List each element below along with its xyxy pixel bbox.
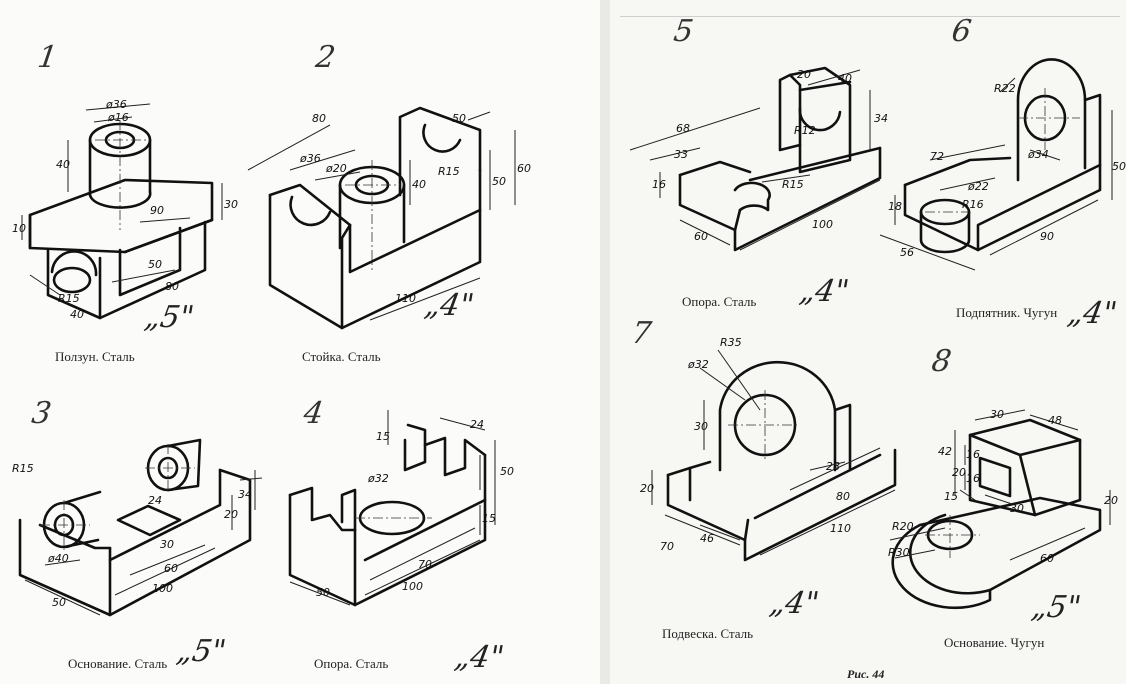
dim-5-f: R12 bbox=[794, 124, 816, 137]
dim-6-i: 50 bbox=[1112, 160, 1126, 173]
dim-5-e: 16 bbox=[652, 178, 666, 191]
left-page bbox=[0, 0, 600, 684]
dim-6-c: 72 bbox=[930, 150, 944, 163]
dim-4-a: 15 bbox=[376, 430, 390, 443]
dim-1-d: 10 bbox=[12, 222, 26, 235]
dim-6-b: ø34 bbox=[1027, 148, 1049, 161]
figure-caption: Рис. 44 bbox=[847, 667, 885, 681]
dim-5-a: 20 bbox=[797, 68, 811, 81]
dim-2-a: 80 bbox=[312, 112, 326, 125]
panel-2-caption: Стойка. Сталь bbox=[302, 349, 381, 364]
dim-2-b: 50 bbox=[452, 112, 466, 125]
panel-7-drawing: R35 ø32 30 28 20 80 46 70 110 bbox=[640, 336, 897, 562]
dim-6-f: 18 bbox=[888, 200, 902, 213]
dim-2-d: ø20 bbox=[325, 162, 347, 175]
dim-4-g: 100 bbox=[402, 580, 423, 593]
panel-1-caption: Ползун. Сталь bbox=[55, 349, 135, 364]
dim-5-j: 100 bbox=[812, 218, 833, 231]
dim-5-i: 60 bbox=[694, 230, 708, 243]
page-gutter bbox=[600, 0, 610, 684]
dim-3-g: 60 bbox=[164, 562, 178, 575]
dim-2-e: 40 bbox=[412, 178, 426, 191]
dim-8-a: 30 bbox=[990, 408, 1004, 421]
dim-8-l: 60 bbox=[1040, 552, 1054, 565]
dim-2-i: 110 bbox=[395, 292, 416, 305]
dim-2-f: R15 bbox=[438, 165, 460, 178]
dim-8-j: R20 bbox=[892, 520, 914, 533]
dim-3-e: 30 bbox=[160, 538, 174, 551]
dim-8-g: 15 bbox=[944, 490, 958, 503]
panel-5-drawing: 20 40 68 33 16 R12 34 R15 60 100 bbox=[629, 66, 888, 252]
dim-3-c: 34 bbox=[238, 488, 252, 501]
dim-1-h: 80 bbox=[165, 280, 179, 293]
dim-4-h: 50 bbox=[316, 586, 330, 599]
dim-5-b: 40 bbox=[838, 72, 852, 85]
dim-1-c: 40 bbox=[56, 158, 70, 171]
panel-8-grade: „5" bbox=[1028, 590, 1084, 625]
page-edge-line bbox=[620, 16, 1120, 17]
dim-6-d: ø22 bbox=[967, 180, 989, 193]
panel-3-caption: Основание. Сталь bbox=[68, 656, 168, 671]
dim-8-h: 30 bbox=[1010, 502, 1024, 515]
dim-8-d: 16 bbox=[966, 448, 980, 461]
panel-4-drawing: 15 24 ø32 50 15 70 100 50 bbox=[288, 410, 514, 607]
dim-7-c: 30 bbox=[694, 420, 708, 433]
panel-8-drawing: 30 48 42 16 20 16 15 30 20 R20 R30 60 bbox=[888, 408, 1118, 610]
right-page bbox=[610, 0, 1126, 684]
dim-6-a: R22 bbox=[994, 82, 1016, 95]
dim-7-h: 70 bbox=[660, 540, 674, 553]
panel-4-caption: Опора. Сталь bbox=[314, 656, 389, 671]
panel-4-grade: „4" bbox=[451, 640, 507, 675]
dim-1-j: 40 bbox=[70, 308, 84, 321]
dim-6-g: 56 bbox=[900, 246, 914, 259]
dim-7-e: 20 bbox=[640, 482, 654, 495]
dim-7-b: ø32 bbox=[687, 358, 709, 371]
panel-6-drawing: R22 ø34 72 ø22 R16 18 56 90 50 bbox=[879, 58, 1126, 271]
dim-2-g: 50 bbox=[492, 175, 506, 188]
dim-7-f: 80 bbox=[836, 490, 850, 503]
panel-6-caption: Подпятник. Чугун bbox=[956, 305, 1058, 320]
dim-3-b: 24 bbox=[148, 494, 162, 507]
dim-1-i: R15 bbox=[58, 292, 80, 305]
panel-8-caption: Основание. Чугун bbox=[944, 635, 1045, 650]
dim-4-b: 24 bbox=[470, 418, 484, 431]
dim-6-e: R16 bbox=[962, 198, 984, 211]
dim-1-b: ø16 bbox=[107, 111, 129, 124]
panel-2-drawing: 80 50 ø36 ø20 40 R15 50 60 110 bbox=[247, 106, 531, 330]
dim-1-f: 30 bbox=[224, 198, 238, 211]
dim-8-i: 20 bbox=[1104, 494, 1118, 507]
dim-4-f: 70 bbox=[418, 558, 432, 571]
dim-7-g: 46 bbox=[700, 532, 714, 545]
dim-5-c: 68 bbox=[676, 122, 690, 135]
dim-3-f: ø40 bbox=[47, 552, 69, 565]
dim-5-d: 33 bbox=[674, 148, 688, 161]
panel-7-caption: Подвеска. Сталь bbox=[662, 626, 754, 641]
dim-1-e: 90 bbox=[150, 204, 164, 217]
dim-2-c: ø36 bbox=[299, 152, 321, 165]
dim-4-c: ø32 bbox=[367, 472, 389, 485]
panel-5-caption: Опора. Сталь bbox=[682, 294, 757, 309]
dim-8-e: 20 bbox=[952, 466, 966, 479]
dim-3-h: 100 bbox=[152, 582, 173, 595]
dim-8-k: R30 bbox=[888, 546, 910, 559]
dim-8-b: 48 bbox=[1048, 414, 1062, 427]
dim-3-a: R15 bbox=[12, 462, 34, 475]
dim-4-d: 50 bbox=[500, 465, 514, 478]
panel-3-drawing: R15 24 34 20 30 ø40 60 100 50 bbox=[12, 438, 263, 617]
dim-8-f: 16 bbox=[966, 472, 980, 485]
dim-5-h: R15 bbox=[782, 178, 804, 191]
dim-3-i: 50 bbox=[52, 596, 66, 609]
panel-1-drawing: ø36 ø16 40 10 90 30 50 80 R15 40 bbox=[12, 98, 238, 321]
dim-1-g: 50 bbox=[148, 258, 162, 271]
dim-4-e: 15 bbox=[482, 512, 496, 525]
dim-7-d: 28 bbox=[826, 460, 840, 473]
dim-5-g: 34 bbox=[874, 112, 888, 125]
dim-2-h: 60 bbox=[517, 162, 531, 175]
dim-7-a: R35 bbox=[720, 336, 742, 349]
dim-3-d: 20 bbox=[224, 508, 238, 521]
dim-8-c: 42 bbox=[938, 445, 952, 458]
dim-7-i: 110 bbox=[830, 522, 851, 535]
dim-6-h: 90 bbox=[1040, 230, 1054, 243]
dim-1-a: ø36 bbox=[105, 98, 127, 111]
